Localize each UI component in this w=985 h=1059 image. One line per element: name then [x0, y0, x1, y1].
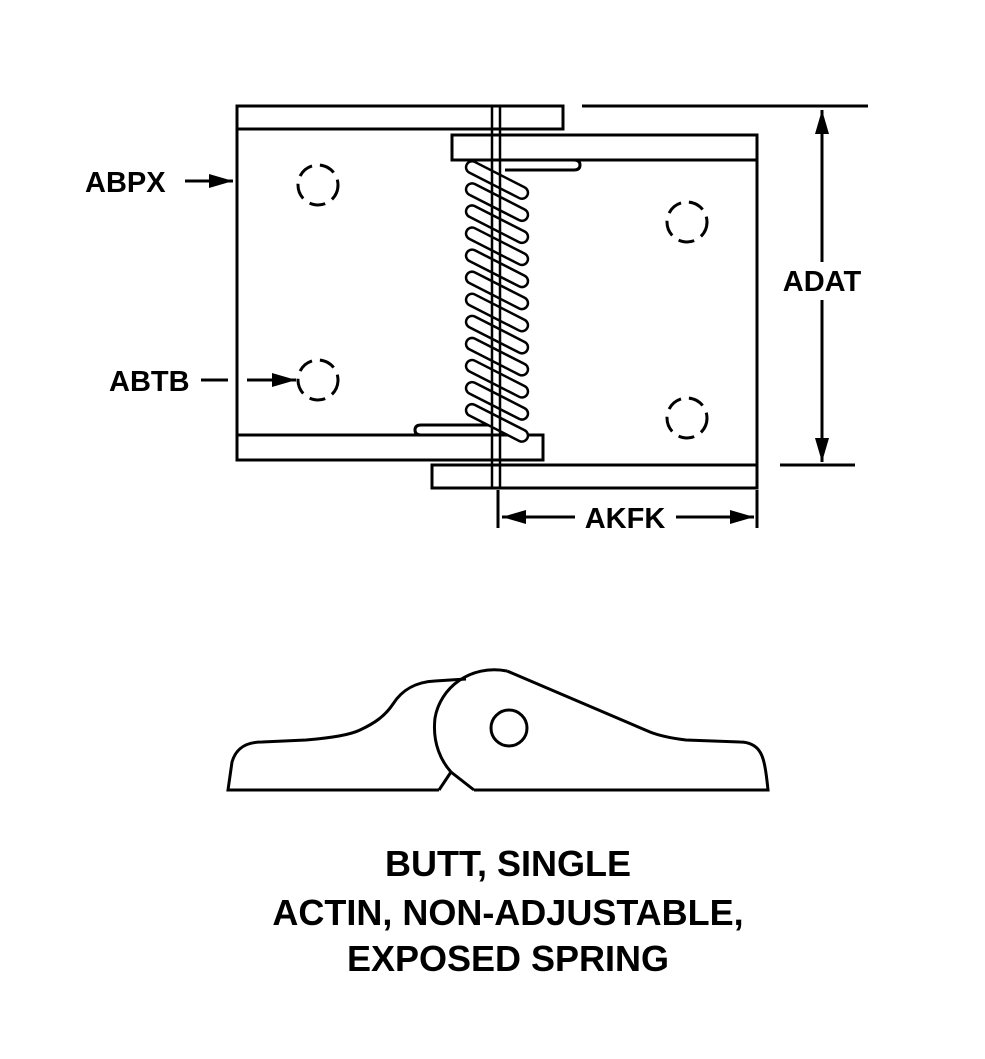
spring-clip-top: [490, 158, 582, 172]
side-knuckle: [432, 668, 508, 792]
hinge-pin: [490, 106, 502, 488]
spring: [464, 160, 530, 443]
side-pin-hole: [489, 708, 529, 748]
caption-line-1: BUTT, SINGLE: [385, 843, 631, 884]
caption-line-2: ACTIN, NON-ADJUSTABLE,: [272, 892, 743, 933]
screw-hole: [665, 200, 709, 244]
caption: BUTT, SINGLE ACTIN, NON-ADJUSTABLE, EXPO…: [272, 843, 743, 979]
label-akfk: AKFK: [585, 503, 666, 535]
right-leaf: [430, 133, 759, 490]
hinge-side-view: [226, 668, 770, 792]
side-left-leaf: [226, 677, 467, 792]
hinge-top-view: [235, 104, 759, 490]
screw-hole: [296, 358, 340, 402]
side-right-leaf: [474, 669, 770, 792]
callout-abpx: ABPX: [85, 167, 233, 199]
label-adat: ADAT: [783, 266, 862, 298]
screw-hole: [665, 396, 709, 440]
callout-abtb: ABTB: [109, 366, 296, 398]
label-abpx: ABPX: [85, 167, 166, 199]
left-leaf: [235, 104, 565, 462]
screw-hole: [296, 163, 340, 207]
label-abtb: ABTB: [109, 366, 190, 398]
caption-line-3: EXPOSED SPRING: [347, 938, 669, 979]
dimension-akfk: AKFK: [496, 490, 759, 535]
dimension-adat: ADAT: [582, 104, 868, 467]
spring-clip-bottom: [413, 423, 492, 437]
